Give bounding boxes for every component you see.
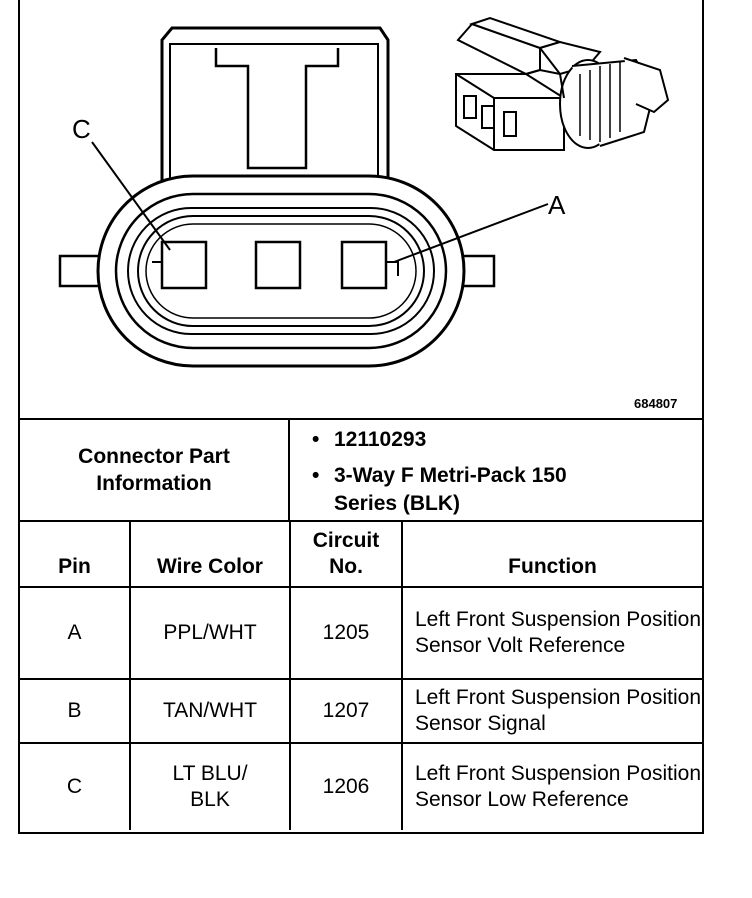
pin-table: Pin Wire Color Circuit No. Function A PP… [20,520,702,830]
bullet-icon: • [312,464,320,487]
connector-info-label-text: Connector Part Information [78,445,230,495]
cell-function: Left Front Suspension Position Sensor Si… [401,678,702,744]
cell-pin: C [20,742,131,830]
cell-circuit: 1206 [289,742,403,830]
connector-info-row: Connector Part Information • 12110293 • … [20,418,702,520]
cell-circuit: 1207 [289,678,403,744]
header-circuit: Circuit No. [289,520,403,587]
latch-t [214,48,340,170]
cell-function: Left Front Suspension Position Sensor Vo… [401,586,702,680]
leader-c [91,141,171,251]
connector-info-label: Connector Part Information [20,420,290,520]
connector-sheet: C A 684807 Connecto [18,0,704,834]
callout-c: C [72,114,91,144]
header-wire-color: Wire Color [129,520,291,587]
diagram-id: 684807 [634,396,678,411]
cell-wire-color: TAN/WHT [129,678,291,744]
table-row: C LT BLU/ BLK 1206 Left Front Suspension… [20,742,702,830]
cell-wire-color: LT BLU/ BLK [129,742,291,830]
header-pin: Pin [20,520,131,587]
cavity-a [340,240,388,290]
info-item-connector-type: • 3-Way F Metri-Pack 150 Series (BLK) [312,464,567,515]
cavity-c [160,240,208,290]
info-item-part-number: • 12110293 [312,426,702,454]
latch-housing [160,26,390,200]
table-row: A PPL/WHT 1205 Left Front Suspension Pos… [20,586,702,680]
bullet-icon: • [312,428,320,451]
connector-info-list: • 12110293 • 3-Way F Metri-Pack 150 Seri… [290,420,702,520]
cavity-b [254,240,302,290]
callout-a: A [548,190,566,220]
connector-iso-view [455,16,670,151]
cell-circuit: 1205 [289,586,403,680]
header-function: Function [401,520,702,587]
leader-a [393,203,549,263]
connector-drawing: C A [58,16,670,368]
cell-function: Left Front Suspension Position Sensor Lo… [401,742,702,830]
table-header-row: Pin Wire Color Circuit No. Function [20,520,702,587]
connector-diagram: C A 684807 [20,0,702,418]
cell-pin: A [20,586,131,680]
cell-wire-color: PPL/WHT [129,586,291,680]
cell-pin: B [20,678,131,744]
table-row: B TAN/WHT 1207 Left Front Suspension Pos… [20,678,702,744]
